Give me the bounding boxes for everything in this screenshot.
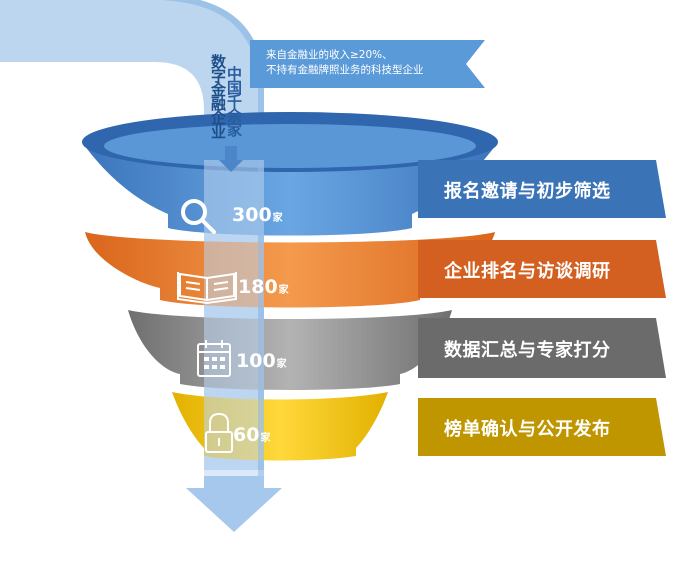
stage-3-count-number: 100 — [236, 350, 276, 372]
stage-2-count: 180家 — [238, 276, 289, 298]
stage-3-count-unit: 家 — [276, 359, 287, 370]
criteria-note-line2: 不持有金融牌照业务的科技型企业 — [266, 64, 424, 76]
funnel-rim-inner — [104, 124, 476, 168]
center-pipe — [204, 160, 258, 478]
down-arrow-icon — [219, 146, 243, 172]
stage-1-count-unit: 家 — [272, 213, 283, 224]
stage-1-count-number: 300 — [232, 204, 272, 226]
step-ribbon-2 — [418, 240, 666, 298]
stage-4-count-unit: 家 — [260, 433, 271, 444]
step-ribbon-4 — [418, 398, 666, 456]
source-label-line1: 中国千余家 — [225, 66, 243, 136]
criteria-banner — [250, 40, 485, 88]
step-label-3: 数据汇总与专家打分 — [444, 340, 611, 361]
lock-icon — [205, 412, 233, 453]
stage-2-count-number: 180 — [238, 276, 278, 298]
open-book-icon — [177, 272, 237, 305]
source-label-line2: 数字金融企业 — [209, 54, 227, 138]
stage-2-count-unit: 家 — [278, 285, 289, 296]
stage-4-count-number: 60 — [233, 424, 260, 446]
step-label-2: 企业排名与访谈调研 — [444, 261, 611, 282]
stage-1-count: 300家 — [232, 204, 283, 226]
search-icon — [181, 199, 216, 234]
stage-4-count: 60家 — [233, 424, 270, 446]
step-ribbon-1 — [418, 160, 666, 218]
step-ribbon-3 — [418, 318, 666, 378]
center-pipe-edge — [258, 160, 264, 478]
criteria-note-line1: 来自金融业的收入≥20%、 — [266, 49, 393, 61]
output-arrow — [186, 476, 282, 532]
stage-3-count: 100家 — [236, 350, 287, 372]
step-label-1: 报名邀请与初步筛选 — [444, 181, 611, 202]
step-label-4: 榜单确认与公开发布 — [444, 419, 611, 440]
funnel-stage-3-body — [128, 310, 452, 390]
calendar-icon — [197, 340, 231, 377]
